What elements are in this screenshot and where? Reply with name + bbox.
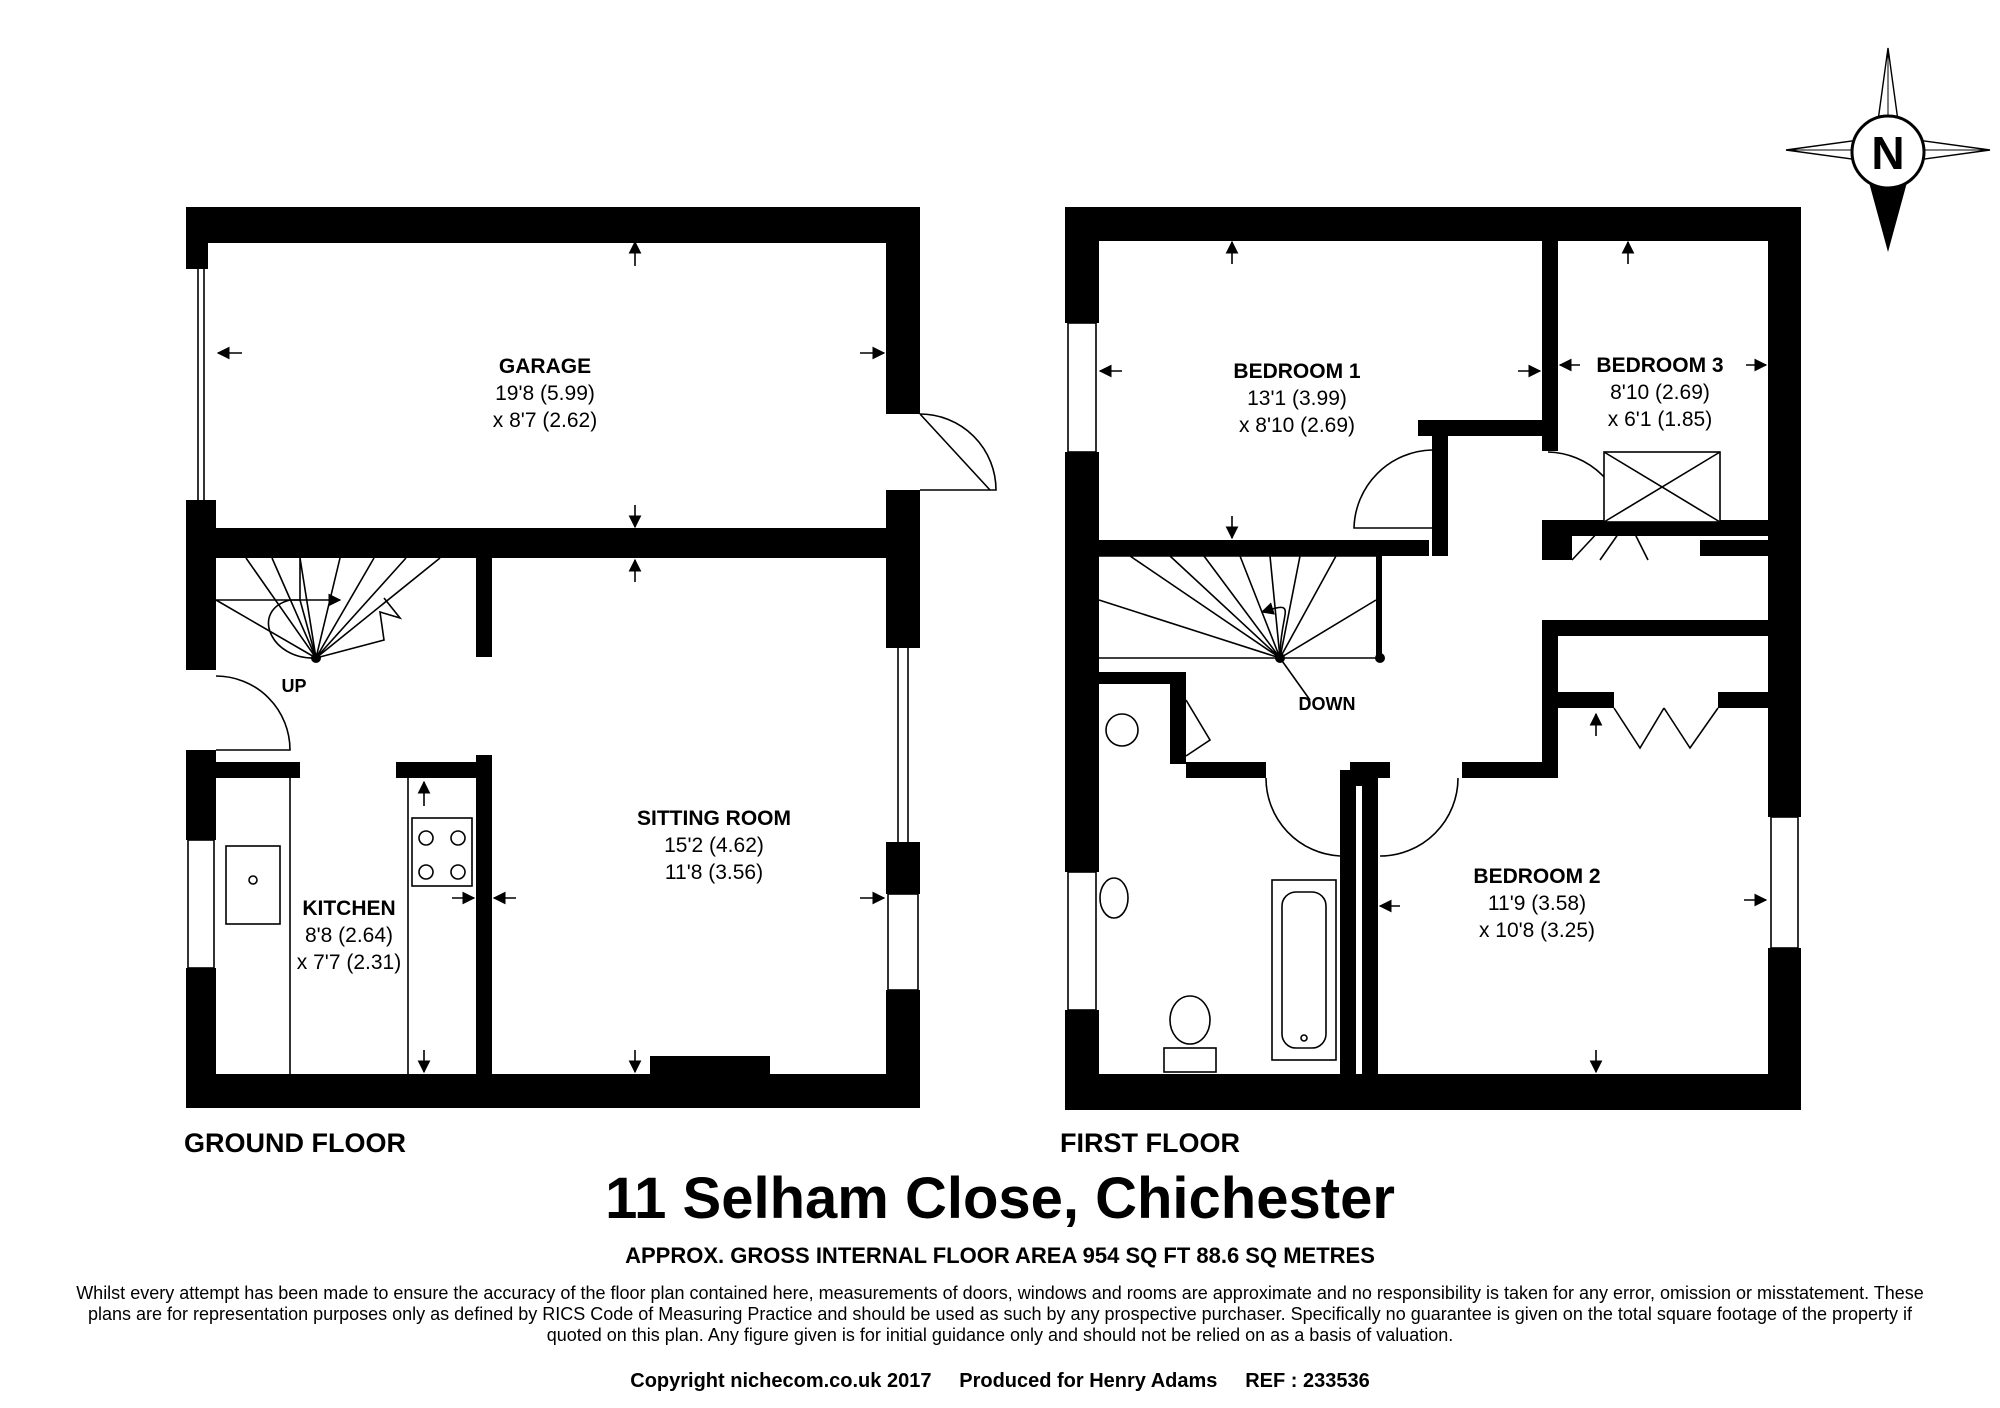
disclaimer: Whilst every attempt has been made to en… — [76, 1283, 1924, 1345]
compass-north-label: N — [1871, 127, 1904, 179]
garage-dim2: x 8'7 (2.62) — [493, 409, 597, 432]
compass-icon: N — [1785, 47, 1991, 252]
sink-icon — [225, 845, 281, 925]
first-floor-doors — [1185, 449, 1719, 857]
first-floor-windows — [1067, 322, 1799, 1011]
bedroom3-dim2: x 6'1 (1.85) — [1608, 408, 1712, 431]
bedroom1-name: BEDROOM 1 — [1233, 360, 1361, 383]
copyright-line: Copyright nichecom.co.uk 2017 Produced f… — [630, 1370, 1370, 1392]
sitting-room-dim1: 15'2 (4.62) — [664, 834, 764, 857]
kitchen-dim2: x 7'7 (2.31) — [297, 951, 401, 974]
ground-floor-label: GROUND FLOOR — [184, 1128, 406, 1158]
room-bedroom-3: BEDROOM 3 8'10 (2.69) x 6'1 (1.85) — [1596, 354, 1723, 431]
first-floor-dimension-arrows — [1098, 240, 1768, 1074]
kitchen-fittings — [225, 778, 473, 1074]
ground-floor-windows — [187, 269, 919, 991]
kitchen-dim1: 8'8 (2.64) — [305, 924, 393, 947]
bathroom-fittings — [1099, 451, 1721, 1073]
bedroom3-name: BEDROOM 3 — [1596, 354, 1723, 377]
bedroom2-dim1: 11'9 (3.58) — [1488, 892, 1586, 915]
room-bedroom-2: BEDROOM 2 11'9 (3.58) x 10'8 (3.25) — [1473, 865, 1600, 942]
bedroom1-dim1: 13'1 (3.99) — [1247, 387, 1347, 410]
kitchen-name: KITCHEN — [302, 897, 395, 920]
bedroom2-name: BEDROOM 2 — [1473, 865, 1600, 888]
ground-stairs-label: UP — [281, 676, 306, 696]
first-stairs-label: DOWN — [1299, 694, 1356, 714]
first-floor-walls — [1065, 207, 1801, 1110]
ground-floor-plan: UP GARAGE — [184, 207, 997, 1158]
room-garage: GARAGE 19'8 (5.99) x 8'7 (2.62) — [493, 355, 597, 432]
ground-floor-stairs: UP — [215, 557, 441, 696]
bedroom2-dim2: x 10'8 (3.25) — [1479, 919, 1595, 942]
sitting-room-name: SITTING ROOM — [637, 807, 791, 830]
cupboard-basin-icon — [1105, 713, 1139, 747]
floor-area: APPROX. GROSS INTERNAL FLOOR AREA 954 SQ… — [625, 1243, 1375, 1268]
ground-floor-walls — [186, 207, 920, 1108]
garage-dim1: 19'8 (5.99) — [495, 382, 595, 405]
bedroom3-dim1: 8'10 (2.69) — [1610, 381, 1710, 404]
room-bedroom-1: BEDROOM 1 13'1 (3.99) x 8'10 (2.69) — [1233, 360, 1361, 437]
first-floor-label: FIRST FLOOR — [1060, 1128, 1240, 1158]
room-kitchen: KITCHEN 8'8 (2.64) x 7'7 (2.31) — [297, 897, 401, 974]
sitting-room-dim2: 11'8 (3.56) — [665, 861, 763, 884]
ground-floor-doors — [215, 413, 997, 751]
ground-floor-dimension-arrows — [216, 240, 886, 1074]
basin-icon — [1099, 877, 1129, 919]
property-title: 11 Selham Close, Chichester — [605, 1166, 1395, 1231]
bedroom1-dim2: x 8'10 (2.69) — [1239, 414, 1355, 437]
room-sitting-room: SITTING ROOM 15'2 (4.62) 11'8 (3.56) — [637, 807, 791, 884]
first-floor-stairs: DOWN — [1098, 555, 1385, 714]
toilet-icon — [1169, 995, 1211, 1045]
first-floor-plan: DOWN — [1060, 207, 1801, 1158]
garage-name: GARAGE — [499, 355, 591, 378]
